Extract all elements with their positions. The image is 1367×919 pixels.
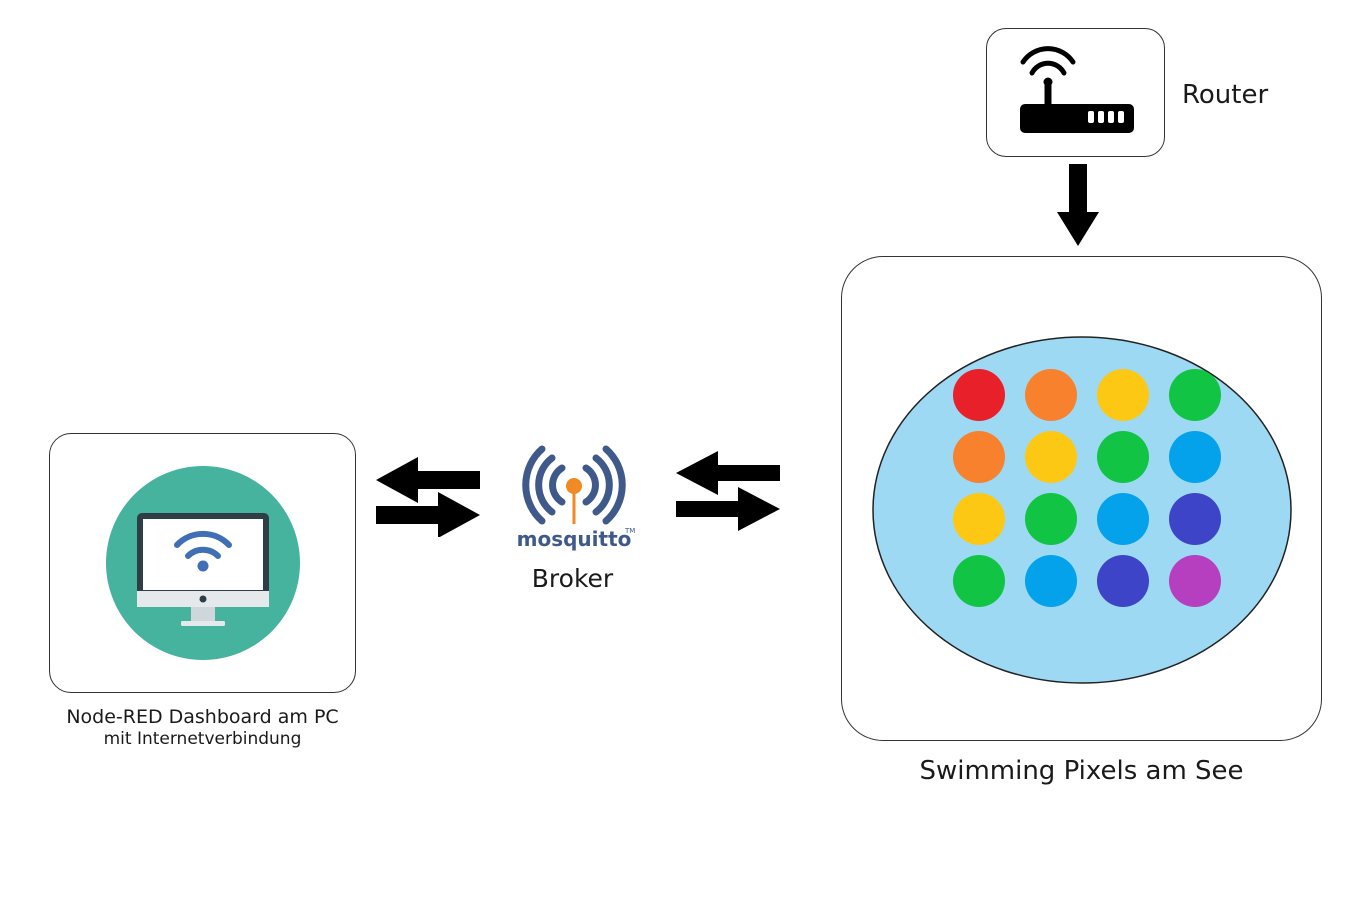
pixel-light: [1097, 431, 1149, 483]
node-red-pc-box: [49, 433, 356, 693]
pixel-light: [1169, 369, 1221, 421]
trademark-mark: TM: [624, 527, 635, 535]
bidirectional-arrows-left: [376, 457, 480, 537]
monitor-wifi-icon: [106, 466, 300, 660]
bidirectional-arrows-right: [676, 451, 780, 531]
pixel-light: [953, 369, 1005, 421]
pixel-light: [1025, 369, 1077, 421]
pool-diagram: [872, 336, 1292, 684]
pixel-light: [1025, 431, 1077, 483]
lake-water: [872, 336, 1292, 684]
pc-subtitle: mit Internetverbindung: [103, 729, 302, 749]
router-box: [986, 28, 1165, 157]
pixel-light: [1025, 555, 1077, 607]
pixel-light: [1169, 555, 1221, 607]
down-arrow: [1057, 164, 1099, 246]
broker-label: Broker: [531, 564, 614, 593]
pixel-light: [1169, 493, 1221, 545]
pixel-light: [953, 555, 1005, 607]
pixel-light: [1169, 431, 1221, 483]
pixel-light: [953, 431, 1005, 483]
pixel-light: [1025, 493, 1077, 545]
pixel-light: [1097, 369, 1149, 421]
pool-label: Swimming Pixels am See: [919, 756, 1244, 786]
mosquitto-wordmark: mosquitto: [517, 527, 632, 551]
pixel-light: [953, 493, 1005, 545]
pixel-light: [1097, 555, 1149, 607]
router-label: Router: [1182, 80, 1269, 110]
router-wifi-icon: [1020, 46, 1134, 133]
pc-title: Node-RED Dashboard am PC: [66, 706, 339, 728]
swimming-pixels-box: [841, 256, 1322, 741]
mosquitto-logo-icon: mosquitto TM: [517, 445, 635, 551]
pixel-light: [1097, 493, 1149, 545]
